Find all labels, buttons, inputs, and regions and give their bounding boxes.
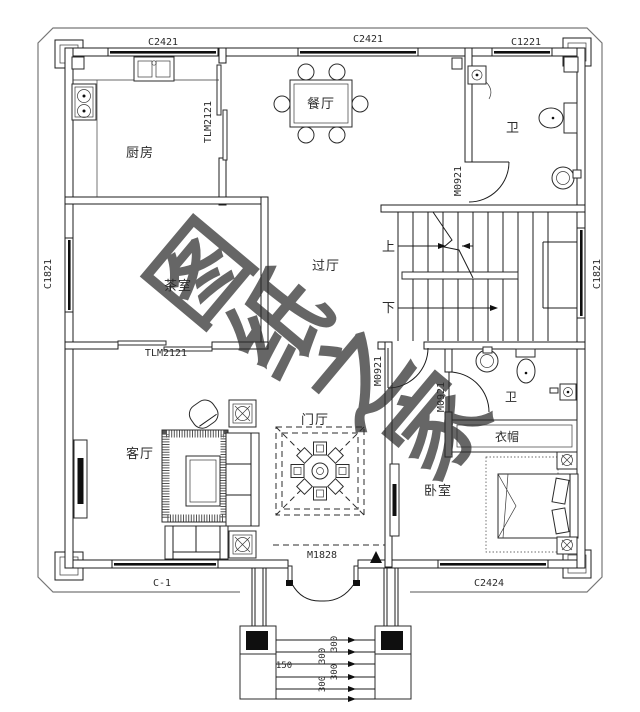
labels: C2421 C2421 C1221 C1821 C1821 C-1 C2424 …	[43, 34, 603, 692]
label-bedroom: 卧室	[424, 483, 452, 499]
label-window-c2421-left: C2421	[148, 37, 178, 48]
label-hall: 过厅	[312, 259, 340, 274]
label-door-m1828: M1828	[307, 550, 337, 561]
door-entry-double	[273, 544, 385, 602]
label-bath-lower: 卫	[505, 390, 517, 404]
door-bath-top	[468, 161, 510, 203]
foyer-medallion	[275, 426, 365, 516]
label-door-m0921-top: M0921	[453, 166, 464, 196]
label-foyer: 门厅	[301, 413, 329, 428]
kitchen-fixtures	[71, 56, 219, 197]
door-hall	[387, 347, 429, 389]
label-door-m0921-hall: M0921	[373, 356, 384, 386]
bed	[497, 473, 579, 539]
down-arrow	[490, 305, 498, 311]
step-arrows	[348, 637, 356, 702]
door-bath-lower	[448, 371, 490, 413]
sink-icon-lower	[475, 346, 499, 373]
windows	[64, 47, 586, 569]
living-furniture	[73, 399, 260, 560]
sliding-door-tea	[117, 340, 213, 352]
porch-columns	[251, 568, 399, 626]
label-window-c1: C-1	[153, 578, 171, 589]
label-dim-150: 150	[276, 661, 292, 671]
label-door-tlm2121-tea: TLM2121	[145, 348, 187, 359]
label-dim-300-1: 300	[330, 636, 340, 652]
entrance-steps	[239, 568, 412, 702]
window-c1	[111, 559, 219, 569]
outer-frame	[37, 27, 603, 593]
kitchen-corner-box	[71, 56, 85, 70]
living-rug	[161, 429, 229, 523]
label-window-c2424: C2424	[474, 578, 504, 589]
window-c2424	[437, 559, 549, 569]
stair-break-line	[432, 211, 474, 279]
shower-icon-lower	[549, 383, 577, 401]
label-kitchen: 厨房	[126, 145, 154, 161]
sink-icon-top	[551, 166, 582, 190]
coffee-table	[185, 455, 221, 507]
shower-icon-top	[467, 65, 492, 100]
label-dim-300-4: 300	[318, 676, 328, 692]
window-c2421-mid	[297, 47, 419, 57]
toilet-icon-top	[538, 102, 578, 134]
label-stairs-down: 下	[382, 301, 396, 316]
exterior-walls	[64, 47, 586, 569]
stair-landing	[542, 241, 577, 309]
label-bath-top: 卫	[506, 121, 520, 136]
label-dining: 餐厅	[307, 96, 335, 112]
label-stairs-up: 上	[382, 240, 396, 255]
label-living: 客厅	[126, 446, 154, 462]
duct-box	[563, 56, 579, 73]
label-door-tlm2121-kitchen: TLM2121	[203, 101, 214, 143]
kitchen-sink-icon	[133, 56, 175, 82]
section-marker	[370, 551, 382, 563]
closet-wardrobe	[451, 419, 578, 453]
media-wall-unit	[73, 439, 88, 519]
label-window-c1221: C1221	[511, 37, 541, 48]
window-c1821-right	[576, 227, 586, 319]
end-table-bottom	[228, 530, 257, 559]
stair-handrail	[401, 271, 519, 280]
label-tea-room: 茶室	[164, 278, 192, 294]
loveseat	[164, 525, 229, 560]
tv-cabinet-bedroom	[389, 463, 400, 537]
step-lines	[276, 639, 375, 700]
stove-icon	[71, 83, 97, 121]
window-c1221	[491, 47, 553, 57]
bath-lower-fixtures	[475, 346, 577, 401]
window-c2421-left	[107, 47, 219, 57]
label-door-m0921-lower: M0921	[436, 382, 447, 412]
label-window-c1821-right: C1821	[592, 259, 603, 289]
nightstand-bottom	[556, 536, 578, 555]
bedroom-furniture	[389, 451, 579, 555]
end-table-top	[228, 399, 257, 428]
label-dim-300-3: 300	[318, 648, 328, 664]
dining-table-set	[273, 63, 369, 144]
label-dim-300-2: 300	[330, 664, 340, 680]
up-arrow	[438, 243, 446, 249]
label-window-c1821-left: C1821	[43, 259, 54, 289]
window-c1821-left	[64, 237, 74, 313]
sofa-three-seat	[225, 432, 260, 527]
sliding-door-kitchen	[216, 64, 228, 161]
bath-top-fixtures	[451, 56, 582, 190]
label-closet: 衣帽	[495, 429, 519, 444]
armchair	[188, 399, 219, 429]
stairs	[397, 211, 577, 341]
toilet-icon-lower	[515, 348, 536, 384]
label-window-c2421-mid: C2421	[353, 34, 383, 45]
nightstand-top	[556, 451, 578, 470]
